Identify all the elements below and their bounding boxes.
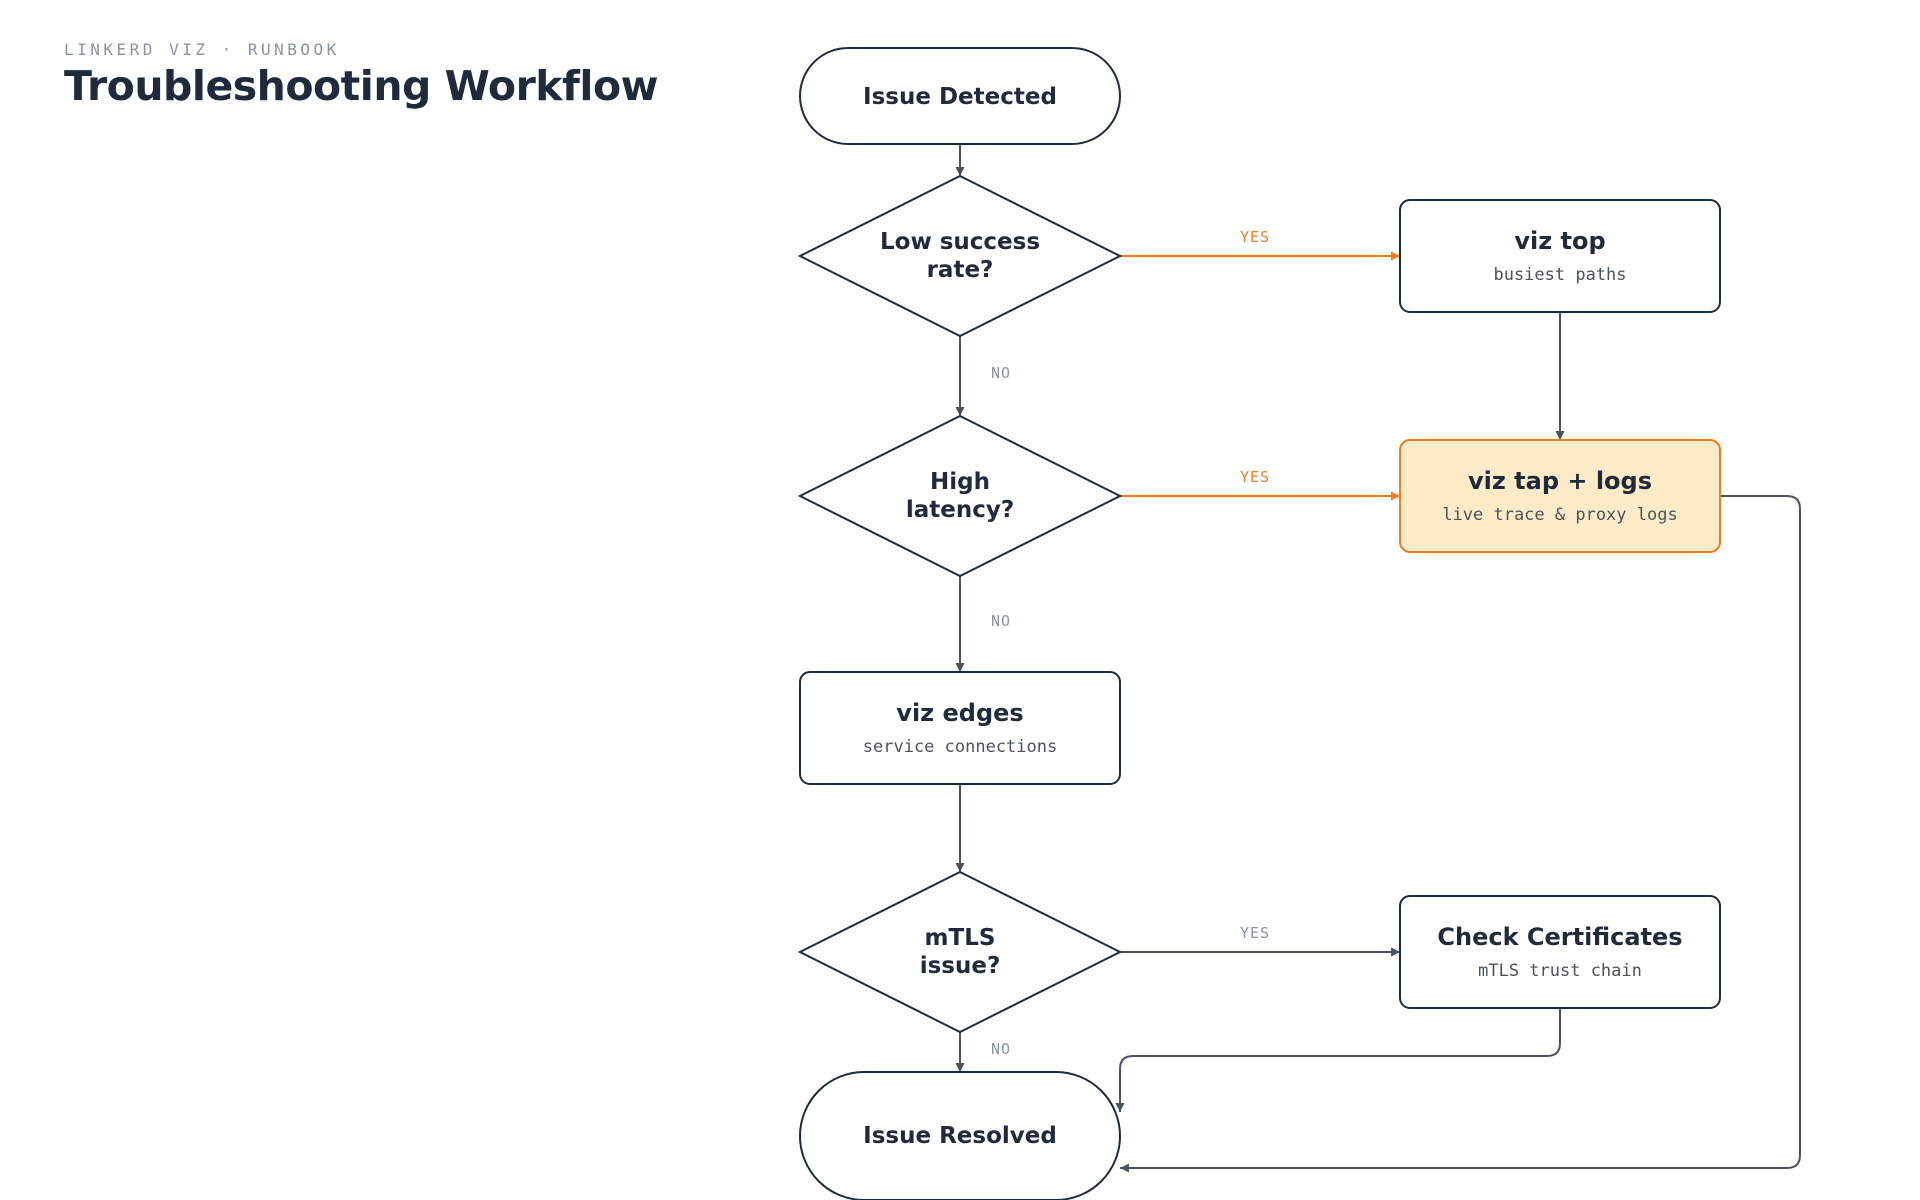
node-issue-detected-title: Issue Detected bbox=[863, 84, 1057, 110]
edge-label-latency-yes: YES bbox=[1240, 468, 1270, 486]
node-low-success-decision[interactable]: Low success rate? bbox=[797, 174, 1123, 338]
node-viz-edges-title: viz edges bbox=[896, 699, 1023, 727]
node-viz-tap-subtitle: live trace & proxy logs bbox=[1442, 505, 1677, 525]
edge-label-success-yes: YES bbox=[1240, 228, 1270, 246]
edge-label-mtls-yes: YES bbox=[1240, 924, 1270, 942]
node-viz-edges-subtitle: service connections bbox=[863, 737, 1057, 757]
node-viz-top-title: viz top bbox=[1514, 227, 1605, 255]
node-mtls-line2: issue? bbox=[920, 953, 1001, 979]
eyebrow-label: LINKERD VIZ · RUNBOOK bbox=[64, 40, 340, 59]
edge-certs-to-resolved bbox=[1115, 1008, 1561, 1112]
node-mtls-line1: mTLS bbox=[925, 925, 996, 951]
page-title: Troubleshooting Workflow bbox=[64, 62, 659, 110]
node-viz-top[interactable]: viz top busiest paths bbox=[1399, 199, 1721, 313]
node-high-latency-line1: High bbox=[930, 469, 990, 495]
edge-label-success-no: NO bbox=[991, 364, 1011, 382]
node-low-success-line1: Low success bbox=[880, 229, 1040, 255]
node-low-success-line2: rate? bbox=[927, 257, 994, 283]
node-high-latency-decision[interactable]: High latency? bbox=[797, 414, 1123, 578]
node-high-latency-line2: latency? bbox=[906, 497, 1014, 523]
node-issue-resolved-title: Issue Resolved bbox=[863, 1123, 1057, 1149]
edge-label-latency-no: NO bbox=[991, 612, 1011, 630]
edge-label-mtls-no: NO bbox=[991, 1040, 1011, 1058]
node-check-certs-subtitle: mTLS trust chain bbox=[1478, 961, 1642, 981]
node-viz-edges[interactable]: viz edges service connections bbox=[799, 671, 1121, 785]
node-issue-detected[interactable]: Issue Detected bbox=[799, 47, 1121, 145]
node-check-certificates[interactable]: Check Certificates mTLS trust chain bbox=[1399, 895, 1721, 1009]
node-issue-resolved[interactable]: Issue Resolved bbox=[799, 1071, 1121, 1200]
node-viz-tap-logs[interactable]: viz tap + logs live trace & proxy logs bbox=[1399, 439, 1721, 553]
node-viz-top-subtitle: busiest paths bbox=[1493, 265, 1626, 285]
node-mtls-decision[interactable]: mTLS issue? bbox=[797, 870, 1123, 1034]
node-viz-tap-title: viz tap + logs bbox=[1468, 467, 1652, 495]
edge-tap-to-resolved bbox=[1120, 495, 1801, 1173]
node-check-certs-title: Check Certificates bbox=[1437, 923, 1682, 951]
